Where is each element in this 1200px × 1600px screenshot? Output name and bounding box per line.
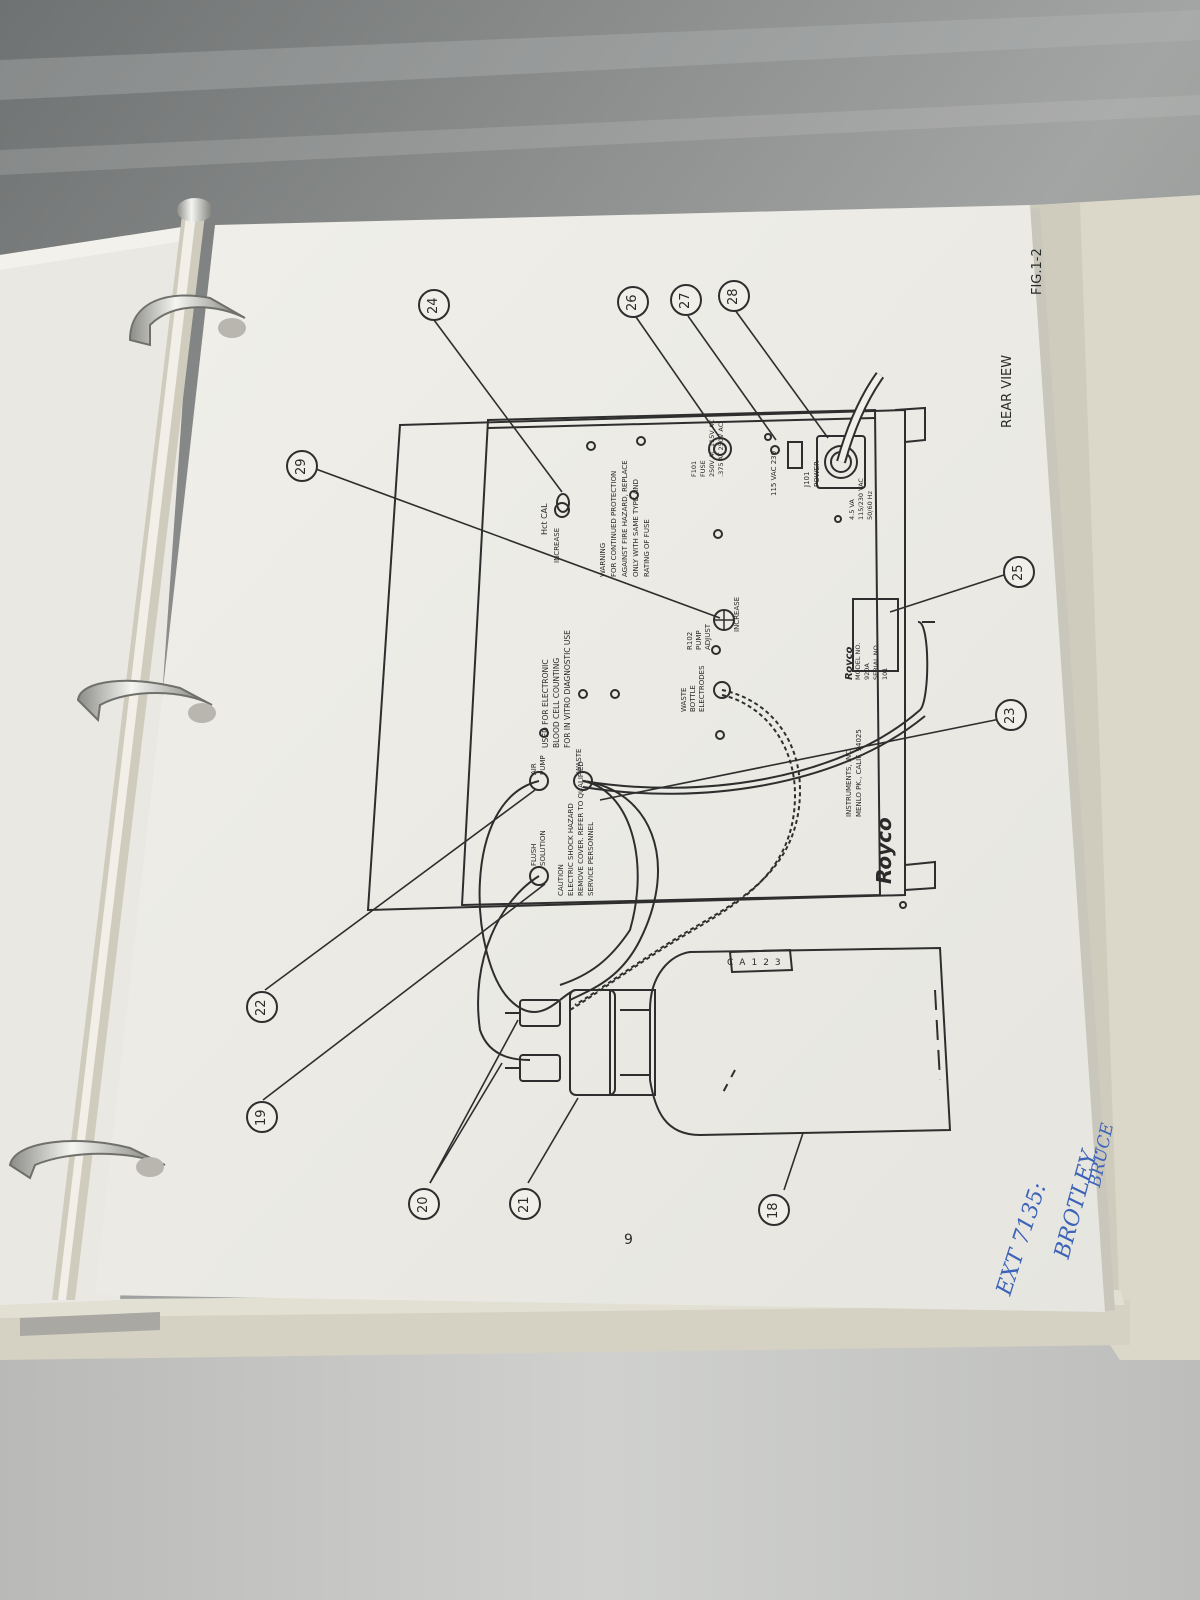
brand-mark: Royco <box>872 817 896 884</box>
callout-circles <box>246 280 1035 1226</box>
binder-base <box>0 1300 1130 1360</box>
bottle-label: CA123 <box>727 958 787 968</box>
callout-23: 23 <box>1003 707 1018 724</box>
binder-rings <box>8 198 246 1336</box>
manual-page <box>95 205 1105 1312</box>
view-title: REAR VIEW <box>1000 354 1015 428</box>
callout-19: 19 <box>254 1109 269 1126</box>
callout-25: 25 <box>1011 564 1026 581</box>
power-rating-label: 4.5 VA 115/230 VAC 50/60 Hz <box>848 478 874 520</box>
leader-lines <box>262 309 1011 1191</box>
callout-27: 27 <box>678 292 693 309</box>
callout-28: 28 <box>726 288 741 305</box>
housing-outline <box>366 408 906 912</box>
voltage-switch-label: 115 VAC 230 <box>770 450 778 496</box>
caution-label: CAUTION ELECTRIC SHOCK HAZARD REMOVE COV… <box>557 761 595 896</box>
callout-18: 18 <box>766 1202 781 1219</box>
left-page <box>0 225 195 1305</box>
power-label: J101 POWER <box>803 461 821 487</box>
warning-text: WARNING FOR CONTINUED PROTECTION AGAINST… <box>599 460 651 577</box>
rear-panel <box>460 408 882 907</box>
flush-solution-label: FLUSH SOLUTION <box>530 830 547 866</box>
waste-bottle-electrodes-label: WASTE BOTTLE ELECTRODES <box>680 665 706 712</box>
callout-26: 26 <box>625 294 640 311</box>
instrument-rear-drawing <box>366 372 936 912</box>
callout-20: 20 <box>416 1196 431 1213</box>
increase-label-1: INCREASE <box>553 527 561 563</box>
air-pump-label: AIR PUMP <box>530 755 547 775</box>
nameplate: Royco MODEL NO. 920A SERIAL NO. 101 <box>844 642 889 680</box>
pump-adjust-label: R102 PUMP ADJUST <box>686 623 712 650</box>
callout-29: 29 <box>294 458 309 475</box>
callout-21: 21 <box>517 1196 532 1213</box>
waste-bottle <box>505 946 952 1137</box>
fuse-label: F101 FUSE 250V AC 115V AC .375 AT 250V A… <box>690 419 725 477</box>
callout-24: 24 <box>426 297 441 314</box>
callout-22: 22 <box>254 999 269 1016</box>
increase-label-2: INCREASE <box>733 596 741 632</box>
manufacturer-label: INSTRUMENTS, INC MENLO PK., CALIF. 94025 <box>845 729 863 817</box>
use-note: USED FOR ELECTRONIC BLOOD CELL COUNTING … <box>541 630 572 748</box>
hct-cal-label: Hct CAL <box>540 503 549 535</box>
tubing <box>477 689 926 1061</box>
page-number: 9 <box>624 1232 633 1248</box>
desk-foreground <box>0 1330 1200 1600</box>
figure-label: FIG.1-2 <box>1030 248 1045 295</box>
